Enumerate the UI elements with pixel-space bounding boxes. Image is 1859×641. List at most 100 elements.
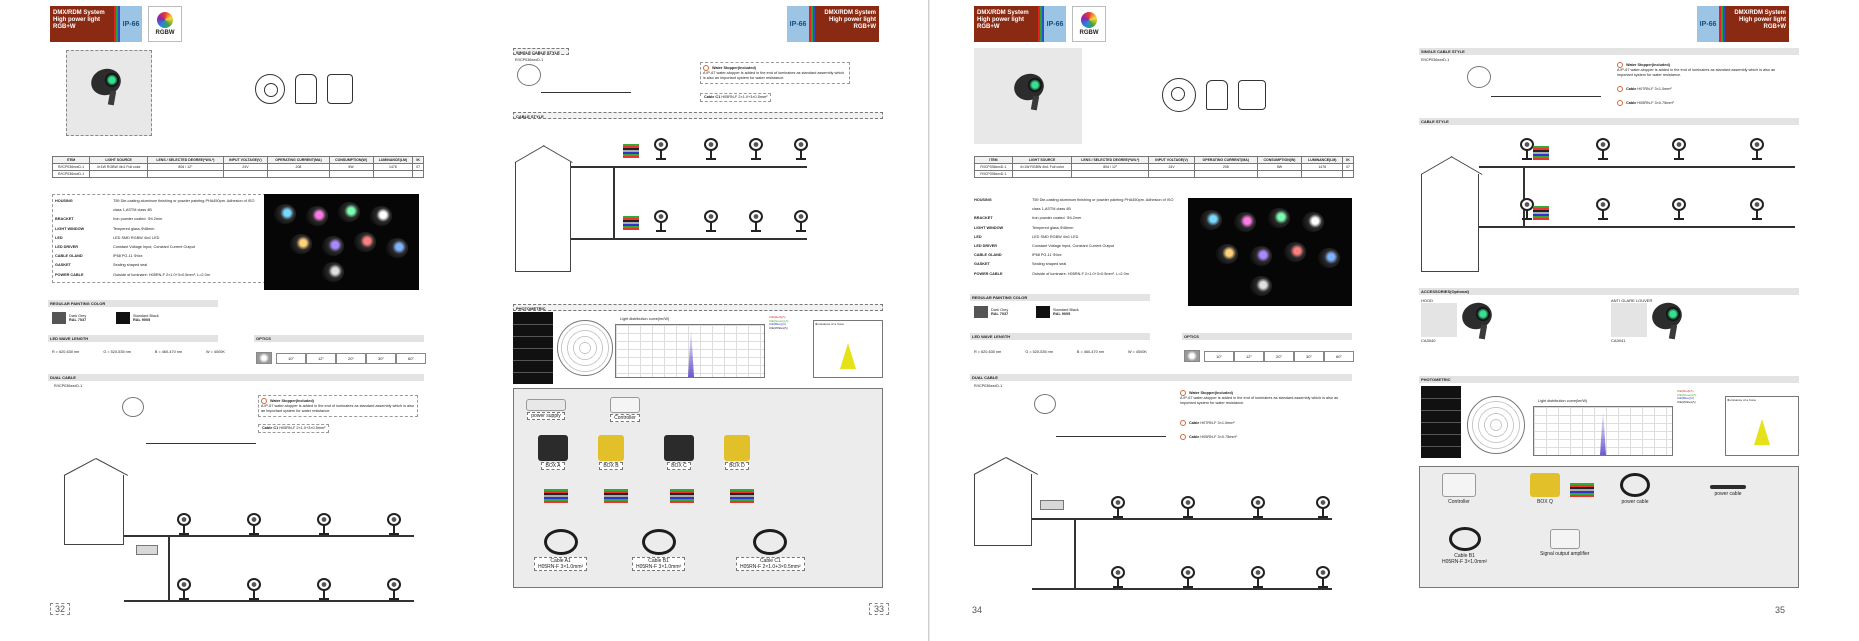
cable-name: Cable B1	[648, 558, 669, 564]
cable-line	[124, 535, 414, 537]
series-title: DMX/RDM System	[824, 10, 876, 16]
part-box-a: BOX A	[538, 435, 568, 470]
spec-key: BRACKET	[974, 216, 993, 221]
spec-value: IP68 PG-11 Φ4xx	[1032, 253, 1062, 258]
night-gallery	[264, 194, 419, 290]
fixture-icon	[316, 578, 332, 600]
junction-box-icon	[724, 435, 750, 461]
junction-box-icon	[598, 435, 624, 461]
section-photometric: PHOTOMETRIC	[1419, 376, 1799, 383]
cable-style-diagram	[513, 118, 883, 298]
fixture-icon	[1519, 198, 1535, 220]
swatch-dark-grey	[974, 306, 988, 318]
series-subtitle: High power light	[829, 17, 876, 23]
illuminance-box: Illuminance of a Cone	[1725, 396, 1799, 456]
part-cable-b1: Cable B1 H05RN-F 3×1.0mm²	[1442, 527, 1487, 565]
fixture-icon	[703, 138, 719, 160]
spec-cell: 24V	[222, 163, 269, 171]
color-name: Standard Black	[1053, 308, 1079, 312]
accessory-title: ANTI GLARE LOUVER	[1611, 298, 1653, 303]
cable-name: Cable C1	[704, 95, 721, 99]
cable-name: Cable	[1189, 435, 1200, 439]
spec-col-lens: LENS / SELECTED DEGREE(*W/L*)	[147, 156, 224, 164]
cable-spec: H05RN-F 3×0.75mm²	[1637, 101, 1674, 105]
product-photo	[66, 50, 152, 136]
spec-value: Outside of luminaire: H05RN-F 2×1.0+3×0.…	[1032, 271, 1129, 276]
series-subtitle: High power light	[977, 17, 1024, 23]
spec-col-ik: IK	[412, 156, 424, 164]
spec-col-item: ITEM	[51, 156, 91, 164]
note-title: Water Stopper(Included)	[712, 66, 756, 70]
dual-cable-diagram	[56, 395, 426, 615]
spec-value: T59 Die-casting aluminum finishing or po…	[1032, 198, 1174, 212]
fixture-icon	[316, 513, 332, 535]
cable-c1-note: Cable C1 H05RN-F 2×1.0+3×0.5mm²	[700, 93, 772, 102]
fixture-icon	[1595, 138, 1611, 160]
brand-bar: DMX/RDM System High power light RGB+W	[1725, 6, 1789, 42]
cable-line	[146, 443, 256, 444]
roof-line	[95, 458, 129, 476]
cable-spec: H05RN-F 3×1.0mm²	[538, 564, 584, 570]
note-text: A IP-67 water-stopper is added in the en…	[703, 71, 845, 80]
fixture-icon	[246, 513, 262, 535]
gallery-lamp	[354, 232, 376, 252]
power-supply-icon	[526, 399, 566, 411]
accessory-title: HOOD	[1421, 298, 1433, 303]
spec-cell: 5W	[1256, 163, 1303, 171]
gallery-lamp	[290, 234, 312, 254]
color-wheel-icon	[1081, 12, 1097, 28]
part-power-cable-2: power cable	[1710, 485, 1746, 497]
gallery-lamp	[322, 236, 344, 256]
controller-icon	[1442, 473, 1476, 497]
cable-line	[613, 166, 615, 240]
wire-bundle-icon	[1533, 146, 1549, 160]
wire-bundle-icon	[623, 144, 639, 158]
section-cable-style: CABLE STYLE	[513, 112, 883, 119]
roof-line	[1005, 457, 1039, 475]
spec-value: Sealing shaped seal	[1032, 262, 1067, 267]
spec-key: HOUSING	[974, 198, 992, 202]
beam-strip-image	[1421, 386, 1461, 458]
night-gallery	[1188, 198, 1352, 306]
cable-name: Cable	[1626, 101, 1637, 105]
bracket-view-drawing	[1238, 80, 1266, 110]
fixture-icon	[748, 138, 764, 160]
roof-line	[1420, 156, 1453, 175]
optic-degree: 20°	[336, 352, 366, 364]
section-optics: OPTICS	[1182, 333, 1352, 340]
brand-header: DMX/RDM System High power light RGB+W IP…	[974, 6, 1112, 42]
front-view-drawing	[255, 74, 285, 104]
gallery-lamp	[370, 206, 392, 226]
legend-item: CIE(Blue)(Λ)	[769, 322, 787, 327]
spec-value: Iron powder coated. Φ4.2mm	[113, 217, 163, 222]
color-name: Dark Grey	[991, 308, 1009, 312]
spec-cell: 208	[1193, 163, 1258, 171]
spec-col-consumption: CONSUMPTION(W)	[328, 156, 374, 164]
rgbw-label: RGBW	[1079, 30, 1099, 36]
legend-item: CIE(Green)(Λ)	[1677, 392, 1697, 397]
table-row: R/ICP036xxxD-1 4×1W RGBW 4in1 Full color…	[974, 163, 1354, 171]
callout-icon	[1617, 62, 1623, 68]
front-view-drawing	[1162, 78, 1196, 112]
table-row: R/ICP036xxxD-1	[974, 170, 1354, 178]
part-label: power cable	[1621, 499, 1649, 505]
gallery-lamp	[1284, 242, 1306, 262]
wire-bundle-icon	[604, 489, 628, 503]
spec-value: Constant Voltage Input, Constant Current…	[113, 245, 195, 250]
house-icon	[64, 475, 124, 545]
spec-value: Sealing shaped seal	[113, 263, 148, 268]
section-photometric: PHOTOMETRIC	[513, 304, 883, 311]
spotlight-image	[1010, 70, 1058, 111]
cable-line	[1523, 166, 1525, 228]
note-text: A IP-67 water-stopper is added in the en…	[1180, 396, 1339, 405]
gallery-lamp	[1216, 244, 1238, 264]
fixture-icon	[793, 210, 809, 232]
